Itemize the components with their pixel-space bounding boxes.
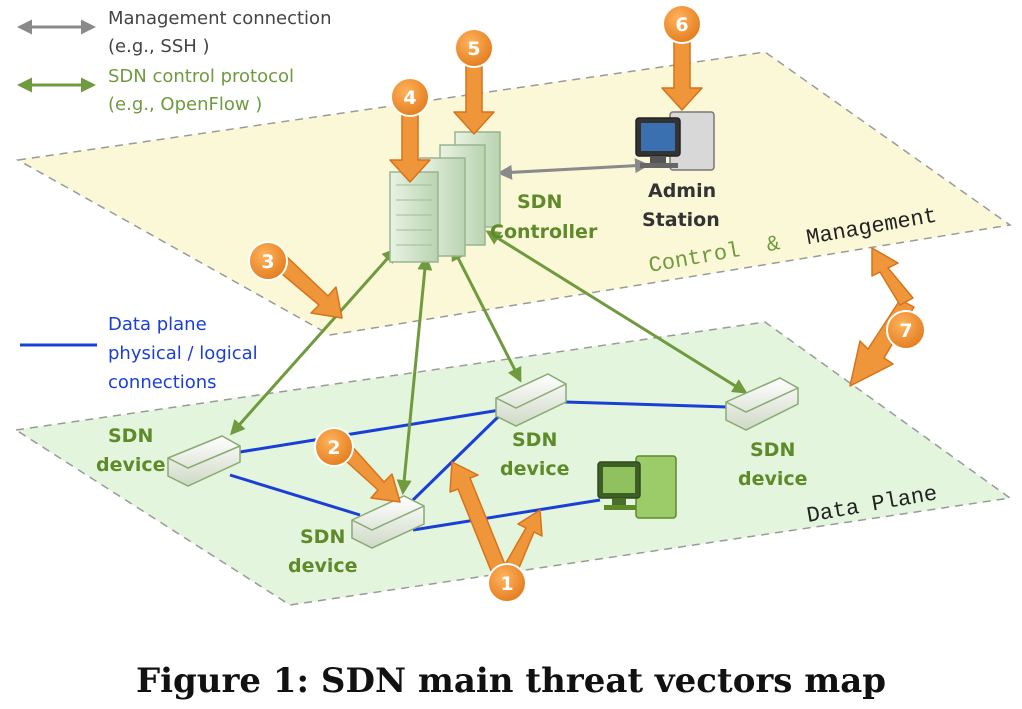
sdn-control-arrows [230,230,748,495]
legend-sdn-protocol-example: (e.g., OpenFlow ) [108,94,262,115]
legend-sdn-protocol-label: SDN control protocol [108,66,294,87]
admin-station-icon [635,111,715,171]
legend-data-plane-physical: physical / logical [108,343,258,364]
threat-badge-3-number: 3 [261,251,274,273]
device-center-label-line1: SDN [512,429,557,451]
sdn-device-right [725,377,799,431]
ampersand: & [765,231,782,258]
sdn-controller-icon [389,131,501,263]
threat-badge-5: 5 [454,28,494,68]
legend-data-plane-label: Data plane [108,314,207,335]
threat-badge-4: 4 [390,77,430,117]
host-computer-icon [597,455,677,519]
threat-badge-1-number: 1 [500,573,513,595]
device-left-label-line2: device [96,454,166,476]
controller-label-line1: SDN [517,191,562,213]
threat-badge-7: 7 [886,310,926,350]
sdn-device-left [167,435,241,487]
threat-badge-6: 6 [662,4,702,44]
threat-badge-1: 1 [487,563,527,603]
device-right-label-line1: SDN [750,439,795,461]
threat-arrows [274,37,915,579]
admin-label-line2: Station [642,209,720,231]
legend-data-plane-connections: connections [108,372,217,393]
threat-badge-6-number: 6 [675,14,688,36]
threat-badge-5-number: 5 [467,38,480,60]
admin-label-line1: Admin [648,180,716,202]
device-middle-label-line2: device [288,555,358,577]
device-left-label-line1: SDN [108,425,153,447]
device-right-label-line2: device [738,468,808,490]
sdn-device-center [495,373,567,427]
threat-badge-2: 2 [314,427,354,467]
figure-caption: Figure 1: SDN main threat vectors map [136,661,886,701]
controller-label-line2: Controller [490,221,598,243]
legend-management-example: (e.g., SSH ) [108,36,210,57]
sdn-device-middle [351,495,425,549]
device-center-label-line2: device [500,458,570,480]
threat-badge-2-number: 2 [327,437,340,459]
threat-badge-3: 3 [248,241,288,281]
threat-badge-7-number: 7 [899,320,912,342]
device-middle-label-line1: SDN [300,526,345,548]
legend-management-label: Management connection [108,8,331,29]
management-connection-arrow [497,158,650,180]
threat-badge-4-number: 4 [403,87,416,109]
